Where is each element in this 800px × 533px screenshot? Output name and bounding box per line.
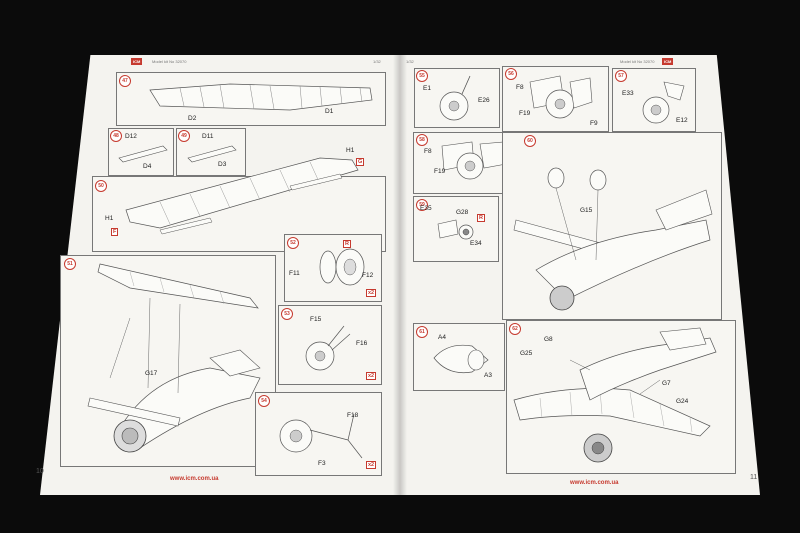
part-label: E35 (420, 205, 432, 212)
part-label: A3 (484, 372, 492, 379)
website-link[interactable]: www.icm.com.ua (570, 480, 619, 486)
wheel-drawing (310, 242, 370, 292)
part-label: D12 (125, 133, 137, 140)
part-label: G17 (145, 370, 158, 377)
part-label: D2 (188, 115, 197, 122)
quantity-tag: x2 (366, 461, 377, 469)
step-number: 58 (416, 134, 428, 146)
wheel-fairing-drawing (428, 138, 518, 188)
part-label: E26 (478, 97, 490, 104)
part-label: F19 (434, 168, 446, 175)
step-number: 48 (110, 130, 122, 142)
step-number: 55 (416, 70, 428, 82)
part-label: D1 (325, 108, 334, 115)
strut-drawing (115, 140, 170, 164)
landing-gear-drawing (278, 400, 368, 466)
step-54-panel (255, 392, 382, 476)
part-label: F16 (356, 340, 368, 347)
biplane-final-assembly-drawing (510, 330, 732, 470)
icm-logo: ICM (662, 58, 674, 65)
page-number: 11 (750, 474, 758, 481)
part-label: D3 (218, 161, 227, 168)
wheel-strut-drawing (630, 76, 690, 126)
part-label: D11 (202, 133, 214, 140)
step-number: 54 (258, 395, 270, 407)
website-link[interactable]: www.icm.com.ua (170, 476, 219, 482)
part-label: G28 (456, 209, 469, 216)
step-number: 60 (524, 135, 536, 147)
part-label: E34 (470, 240, 482, 247)
part-label: H1 (105, 215, 114, 222)
step-number: 52 (287, 237, 299, 249)
lower-wing-drawing (140, 76, 380, 120)
part-label: G15 (580, 207, 593, 214)
part-label: F12 (362, 272, 374, 279)
engine-cowl-drawing (428, 338, 498, 382)
part-label: E12 (676, 117, 688, 124)
part-label: F11 (289, 270, 300, 277)
biplane-gear-assembly-drawing (506, 150, 718, 314)
icm-logo: ICM (131, 58, 143, 65)
part-label: E1 (423, 85, 431, 92)
quantity-tag: x2 (366, 289, 377, 297)
scale-label: 1/32 (373, 59, 381, 64)
page-gutter (393, 55, 407, 495)
part-label: G24 (676, 398, 689, 405)
step-number: 47 (119, 75, 131, 87)
upper-wing-drawing (120, 150, 360, 240)
paint-tag: G (356, 158, 365, 166)
wheel-strut-drawing (430, 74, 490, 124)
step-number: 50 (95, 180, 107, 192)
biplane-assembly-drawing (70, 258, 270, 463)
step-number: 53 (281, 308, 293, 320)
part-label: H1 (346, 147, 355, 154)
part-label: F9 (590, 120, 598, 127)
part-label: A4 (438, 334, 446, 341)
page-number: 10 (36, 468, 44, 475)
part-label: G25 (520, 350, 533, 357)
part-label: F19 (519, 110, 531, 117)
paint-tag: F (111, 228, 119, 236)
quantity-tag: x2 (366, 372, 377, 380)
part-label: F15 (310, 316, 322, 323)
part-label: D4 (143, 163, 152, 170)
step-number: 62 (509, 323, 521, 335)
wheel-fairing-drawing (520, 72, 600, 127)
step-number: 49 (178, 130, 190, 142)
strut-drawing (184, 140, 240, 164)
step-number: 51 (64, 258, 76, 270)
step-number: 56 (505, 68, 517, 80)
scale-label: 1/32 (406, 59, 414, 64)
part-label: F18 (347, 412, 359, 419)
paint-tag: R (343, 240, 351, 248)
part-label: F8 (424, 148, 432, 155)
part-label: G7 (662, 380, 671, 387)
landing-gear-drawing (300, 320, 360, 378)
step-number: 61 (416, 326, 428, 338)
step-53-panel (278, 305, 382, 385)
part-label: F8 (516, 84, 524, 91)
part-label: F3 (318, 460, 326, 467)
model-kit-number: Model kit No 32070 (620, 59, 655, 64)
step-number: 57 (615, 70, 627, 82)
step-number: 59 (416, 199, 428, 211)
model-kit-number: Model kit No 32070 (152, 59, 187, 64)
part-label: G8 (544, 336, 553, 343)
tail-wheel-drawing (432, 210, 492, 250)
paint-tag: R (477, 214, 485, 222)
part-label: E33 (622, 90, 634, 97)
